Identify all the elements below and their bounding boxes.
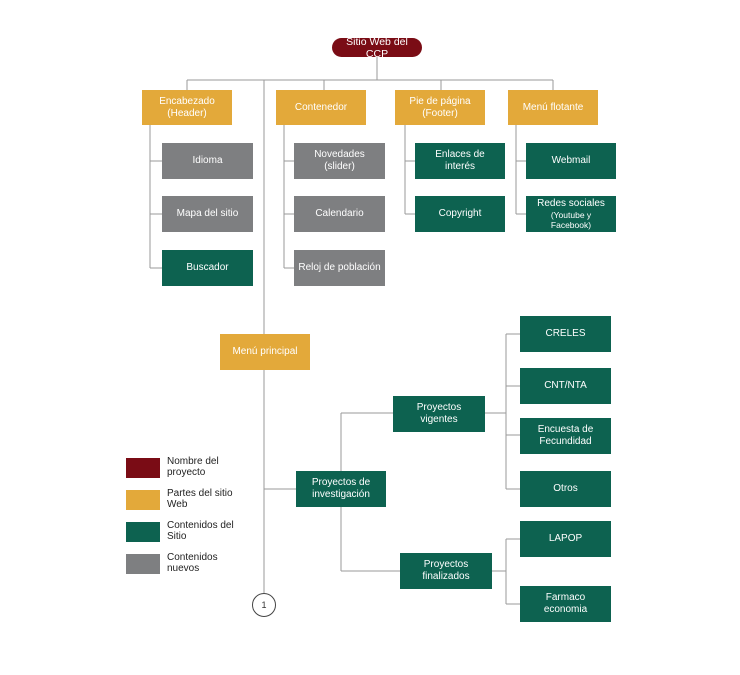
node-lapop: LAPOP (520, 521, 611, 557)
node-proyectos-investigacion: Proyectos de investigación (296, 471, 386, 507)
node-enlaces: Enlaces de interés (415, 143, 505, 179)
legend-label-parts: Partes del sitio Web (167, 488, 233, 510)
node-idioma: Idioma (162, 143, 253, 179)
node-contenedor-label: Contenedor (294, 101, 348, 113)
node-menu-principal-label: Menú principal (232, 346, 298, 357)
node-idioma-label: Idioma (192, 155, 223, 166)
node-encabezado-label: Encabezado (Header) (159, 95, 215, 119)
node-farmaco-label: Farmaco economia (543, 592, 588, 615)
node-encuesta-fecundidad: Encuesta de Fecundidad (520, 418, 611, 454)
node-encabezado: Encabezado (Header) (142, 90, 232, 125)
node-menu-principal: Menú principal (220, 334, 310, 370)
root-label: Sitio Web del CCP (346, 35, 408, 60)
node-vigentes-label: Proyectos vigentes (416, 402, 462, 425)
node-novedades-label: Novedades (slider) (314, 149, 365, 172)
node-creles: CRELES (520, 316, 611, 352)
node-proyectos-vigentes: Proyectos vigentes (393, 396, 485, 432)
node-contenedor: Contenedor (276, 90, 366, 125)
node-pie-label: Pie de página (Footer) (409, 95, 471, 119)
node-mapa-del-sitio: Mapa del sitio (162, 196, 253, 232)
node-pie-de-pagina: Pie de página (Footer) (395, 90, 485, 125)
node-reloj: Reloj de población (294, 250, 385, 286)
node-calendario: Calendario (294, 196, 385, 232)
node-reloj-label: Reloj de población (298, 262, 381, 273)
node-webmail: Webmail (526, 143, 616, 179)
node-copyright-label: Copyright (438, 208, 482, 219)
node-creles-label: CRELES (545, 328, 586, 339)
node-calendario-label: Calendario (315, 208, 364, 219)
continuation-connector-label: 1 (261, 600, 267, 610)
node-investigacion-label: Proyectos de investigación (311, 477, 371, 500)
node-otros-label: Otros (553, 483, 578, 494)
node-lapop-label: LAPOP (548, 533, 583, 544)
root-node: Sitio Web del CCP (332, 35, 422, 60)
node-farmaco-economia: Farmaco economia (520, 586, 611, 622)
legend-swatch-content (126, 522, 160, 542)
node-buscador: Buscador (162, 250, 253, 286)
node-mapa-label: Mapa del sitio (176, 208, 239, 219)
node-redes-label: Redes sociales (537, 198, 605, 209)
node-redes-sociales: Redes sociales (Youtube y Facebook) (526, 196, 616, 232)
node-encuesta-label: Encuesta de Fecundidad (537, 424, 594, 447)
continuation-connector: 1 (252, 593, 276, 617)
node-buscador-label: Buscador (186, 262, 229, 273)
node-proyectos-finalizados: Proyectos finalizados (400, 553, 492, 589)
node-redes-sublabel: (Youtube y Facebook) (550, 210, 592, 230)
node-menu-flotante-label: Menú flotante (522, 101, 584, 113)
node-cnt-label: CNT/NTA (544, 380, 587, 391)
legend-swatch-new (126, 554, 160, 574)
node-cnt-nta: CNT/NTA (520, 368, 611, 404)
node-webmail-label: Webmail (551, 155, 591, 166)
legend-label-project: Nombre del proyecto (167, 456, 219, 478)
legend-label-new: Contenidos nuevos (167, 552, 218, 574)
node-otros: Otros (520, 471, 611, 507)
node-menu-flotante: Menú flotante (508, 90, 598, 125)
node-copyright: Copyright (415, 196, 505, 232)
legend-label-content: Contenidos del Sitio (167, 520, 234, 542)
node-novedades: Novedades (slider) (294, 143, 385, 179)
legend-swatch-parts (126, 490, 160, 510)
node-enlaces-label: Enlaces de interés (435, 149, 485, 172)
legend-swatch-project (126, 458, 160, 478)
node-finalizados-label: Proyectos finalizados (422, 559, 470, 582)
